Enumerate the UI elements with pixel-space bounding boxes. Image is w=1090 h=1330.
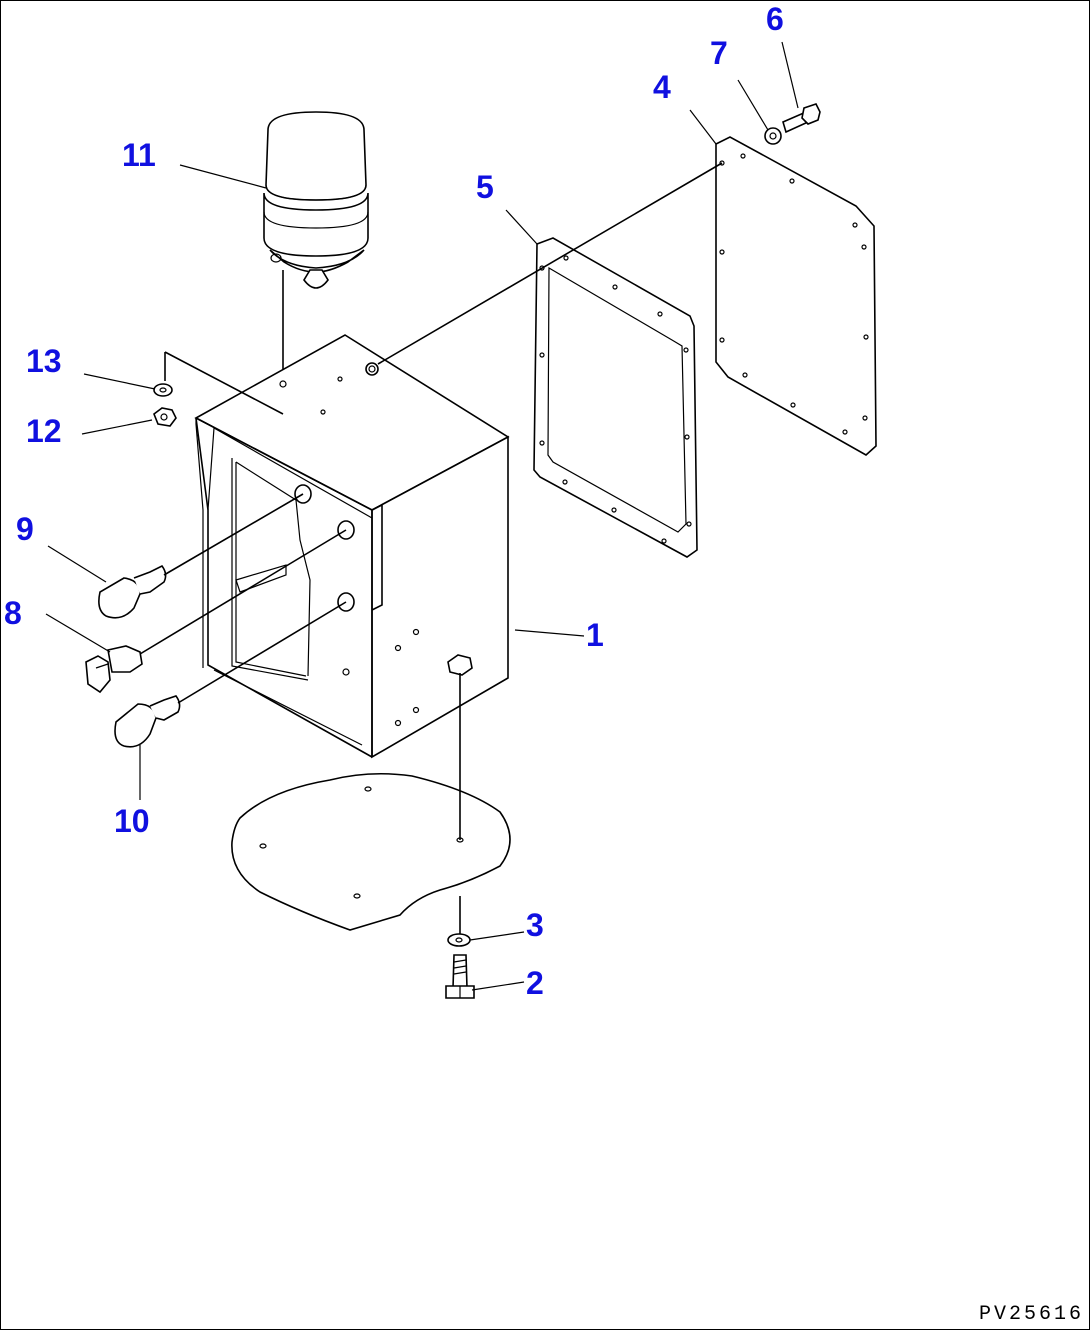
callout-10: 10	[114, 803, 150, 839]
callout-5: 5	[476, 169, 494, 205]
callout-12: 12	[26, 413, 62, 449]
switch-knob-10	[114, 695, 181, 748]
switch-8	[85, 645, 143, 694]
base-washer	[447, 933, 471, 947]
gasket-frame	[533, 237, 698, 558]
callout-7: 7	[710, 35, 728, 71]
callout-11: 11	[122, 137, 156, 173]
assembly-line-8	[139, 529, 347, 655]
switch-knob-9	[98, 564, 167, 619]
beacon-lamp	[263, 111, 369, 289]
box-housing	[194, 334, 510, 759]
cover-washer	[764, 127, 782, 145]
beacon-washer	[153, 383, 173, 397]
cover-plate	[715, 136, 877, 456]
cover-bolt	[782, 103, 821, 134]
assembly-line-10	[177, 601, 347, 704]
nut-guide-line-b	[164, 351, 284, 415]
drawing-code: PV25616	[978, 1303, 1084, 1326]
beacon-nut	[153, 407, 177, 427]
callout-8: 8	[4, 595, 22, 631]
callout-2: 2	[526, 965, 544, 1001]
callout-numbers: 1 2 3 4 5 6 7 8 9 10 11 12 13	[4, 1, 784, 1001]
callout-9: 9	[16, 511, 34, 547]
callout-3: 3	[526, 907, 544, 943]
callout-6: 6	[766, 1, 784, 37]
callout-13: 13	[26, 343, 62, 379]
assembly-line-9	[163, 493, 304, 576]
base-plate	[231, 772, 511, 931]
leader-lines	[45, 41, 799, 991]
assembly-line-cover	[377, 162, 723, 365]
callout-4: 4	[653, 69, 671, 105]
callout-1: 1	[586, 617, 604, 653]
base-bolt	[445, 954, 475, 999]
